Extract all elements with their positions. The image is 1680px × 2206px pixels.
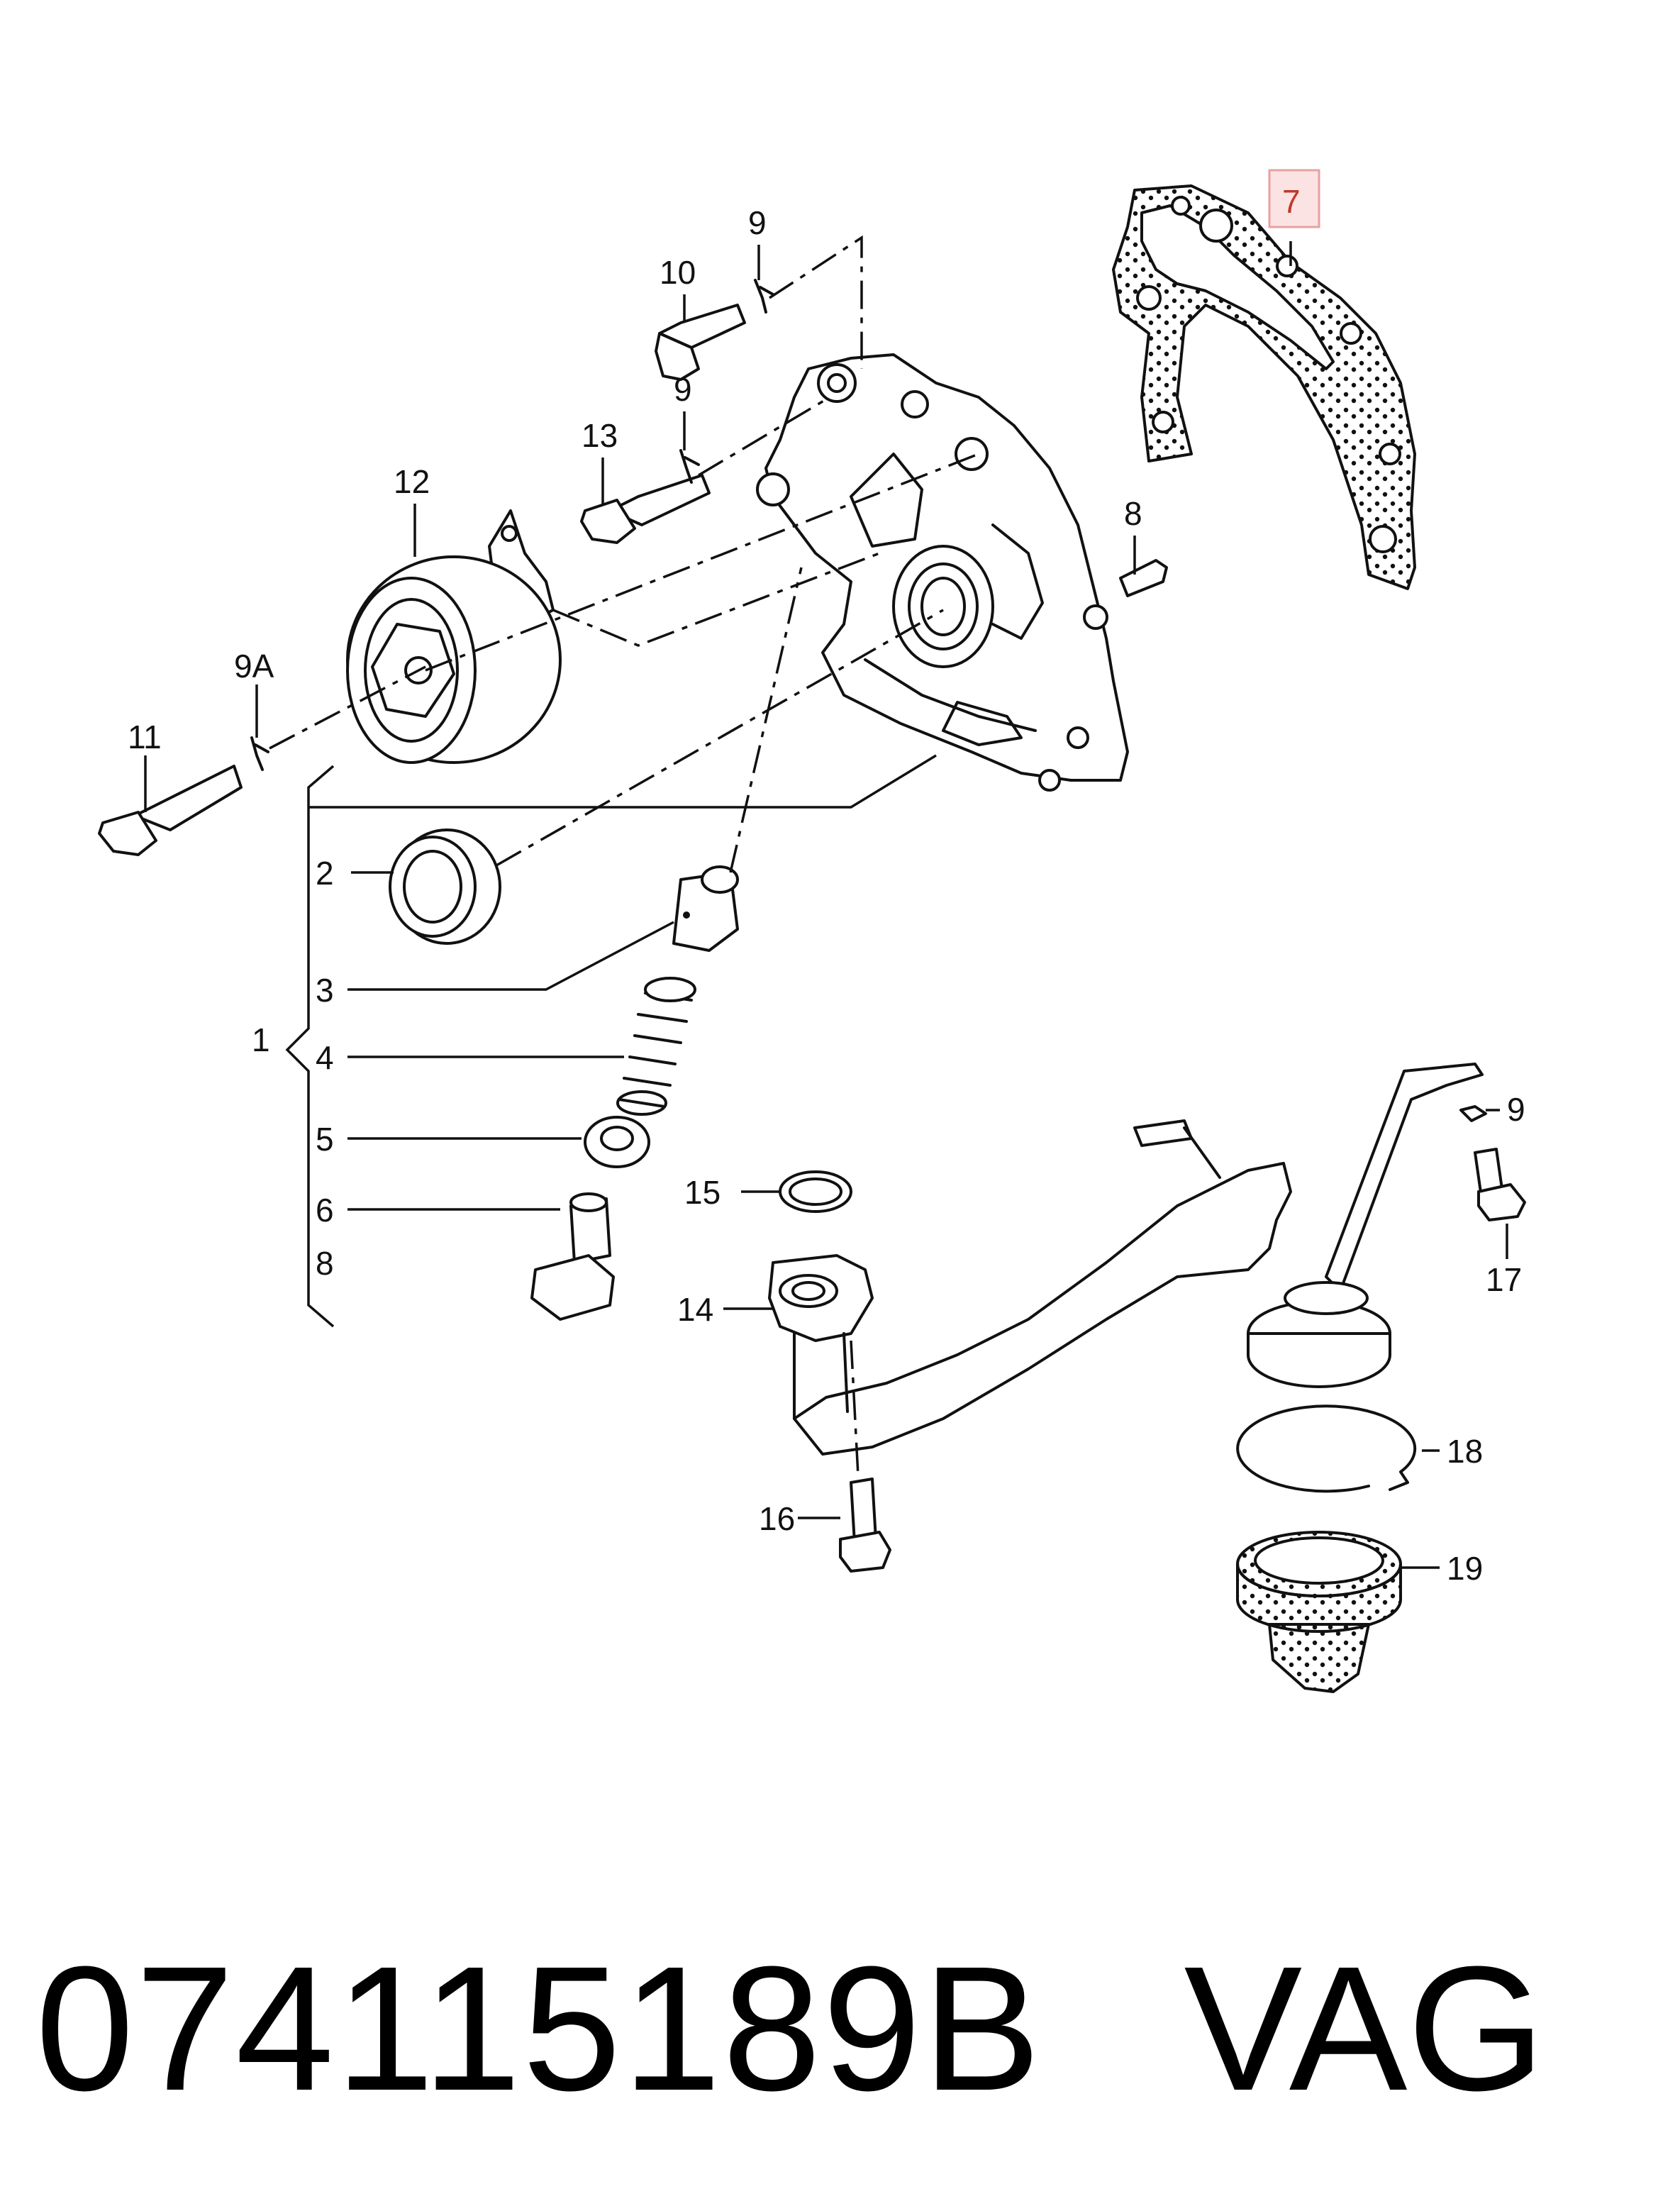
footer-caption: 074115189B VAG (35, 1915, 1645, 2142)
washer-5[interactable] (584, 1116, 650, 1168)
clip-9-right[interactable] (1459, 1105, 1487, 1122)
exploded-parts-diagram: 1 2 3 4 5 6 8 7 8 9 9 9 9A 10 11 12 13 1… (98, 169, 1526, 1693)
callout-16: 16 (759, 1500, 795, 1537)
callout-10: 10 (660, 254, 696, 291)
callout-12: 12 (394, 463, 430, 500)
callout-11: 11 (128, 719, 162, 755)
callout-6: 6 (316, 1192, 334, 1229)
callout-9-top: 9 (748, 204, 767, 241)
bolt-10[interactable] (655, 304, 746, 381)
pickup-pipe-14[interactable] (768, 1063, 1484, 1456)
circlip-18[interactable] (1236, 1404, 1417, 1493)
callout-18: 18 (1447, 1433, 1483, 1470)
oring-15[interactable] (779, 1170, 852, 1213)
callout-leader-lines (144, 241, 1508, 1569)
callout-9-right: 9 (1507, 1091, 1525, 1128)
bolt-11[interactable] (98, 765, 243, 856)
callout-8: 8 (1124, 495, 1142, 532)
plug-6[interactable] (530, 1192, 615, 1321)
clip-9A[interactable] (250, 736, 269, 771)
oil-pump-housing[interactable] (756, 353, 1129, 792)
bolt-16[interactable] (839, 1478, 891, 1573)
part-number: 074115189B (35, 1929, 1042, 2127)
callout-7-highlight (1268, 169, 1320, 228)
callout-19: 19 (1447, 1550, 1483, 1587)
spring-4[interactable] (616, 977, 696, 1116)
strainer-19[interactable] (1236, 1531, 1402, 1693)
callout-14: 14 (677, 1291, 713, 1328)
callout-2: 2 (316, 855, 334, 892)
callout-13: 13 (582, 417, 618, 454)
clip-9-upper[interactable] (754, 279, 774, 314)
relief-piston-3[interactable] (672, 865, 739, 952)
callout-7[interactable]: 7 (1282, 183, 1301, 220)
callout-17: 17 (1486, 1261, 1522, 1298)
manufacturer-name: VAG (1184, 1929, 1545, 2127)
tensioner-roller-12[interactable] (346, 509, 562, 764)
callout-8-group: 8 (316, 1245, 334, 1282)
callout-9-mid: 9 (674, 371, 692, 408)
bolt-13[interactable] (580, 474, 711, 544)
bolt-17[interactable] (1474, 1148, 1526, 1221)
callout-labels: 1 2 3 4 5 6 8 7 8 9 9 9 9A 10 11 12 13 1… (128, 183, 1525, 1587)
callout-5: 5 (316, 1121, 334, 1158)
gasket-7[interactable] (1112, 184, 1416, 590)
callout-3: 3 (316, 972, 334, 1009)
callout-9A: 9A (234, 648, 274, 684)
callout-1: 1 (252, 1021, 270, 1058)
clip-9-middle[interactable] (679, 449, 700, 484)
bolt-8[interactable] (1119, 559, 1168, 597)
oil-seal-2[interactable] (389, 828, 501, 945)
callout-15: 15 (684, 1174, 721, 1211)
assembly-center-lines (269, 235, 979, 1476)
group-bracket-1 (285, 754, 937, 1328)
callout-4: 4 (316, 1039, 334, 1076)
